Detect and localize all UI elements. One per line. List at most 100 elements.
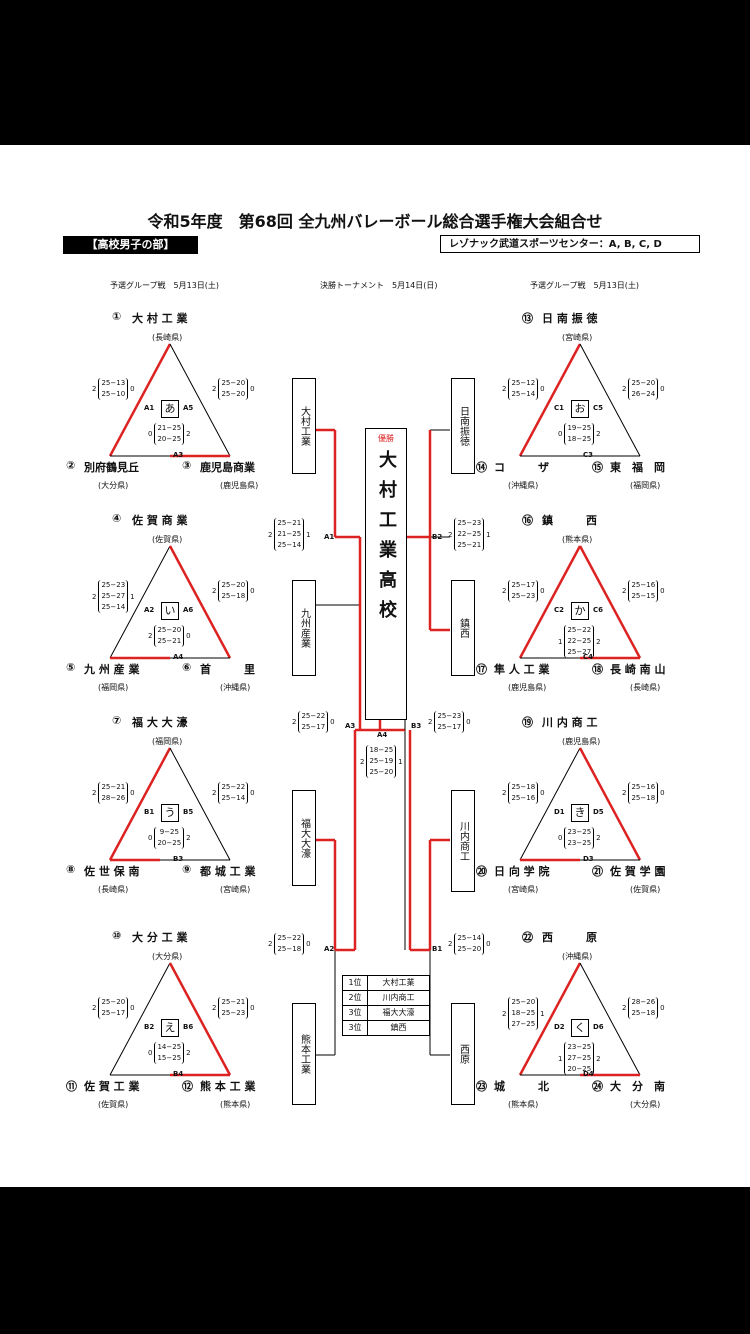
group-letter: く — [571, 1019, 589, 1037]
group-top-team-number: ⑬ — [522, 312, 533, 325]
group-letter: う — [161, 804, 179, 822]
group-br-number: ⑨ — [182, 863, 192, 876]
group-bl-team: 佐 賀 工 業 — [84, 1080, 140, 1093]
bracket-score-a2: 2 25−22 25−18 0 — [268, 933, 311, 955]
ranking-row: 2位川内商工 — [343, 991, 429, 1006]
group-top-pref: (熊本県) — [562, 535, 593, 544]
bracket-score-a3: 2 25−22 25−17 0 — [292, 711, 335, 733]
venue-label: レゾナック武道スポーツセンター：A, B, C, D — [440, 235, 700, 253]
group-br-pref: (福岡県) — [630, 481, 661, 490]
group-br-number: ⑫ — [182, 1080, 193, 1093]
group-top-team-number: ④ — [112, 512, 122, 525]
group-bl-number: ⑰ — [476, 663, 487, 676]
bracket-score-b1: 2 25−14 25−20 0 — [448, 933, 491, 955]
group-top-pref: (沖縄県) — [562, 952, 593, 961]
match-label-b1: B1 — [432, 945, 443, 953]
group-br-pref: (佐賀県) — [630, 885, 661, 894]
group-br-pref: (鹿児島県) — [220, 481, 259, 490]
group-top-team: 川 内 商 工 — [542, 716, 598, 729]
match-label: B6 — [183, 1023, 194, 1031]
group-letter: え — [161, 1019, 179, 1037]
match-label-a1: A1 — [324, 533, 335, 541]
match-label: D6 — [593, 1023, 604, 1031]
ranking-row: 3位福大大濠 — [343, 1006, 429, 1021]
page-title: 令和5年度 第68回 全九州バレーボール総合選手権大会組合せ — [147, 212, 603, 231]
group-br-number: ③ — [182, 459, 192, 472]
group-bl-pref: (佐賀県) — [98, 1100, 129, 1109]
group-top-team: 大 村 工 業 — [132, 312, 188, 325]
match-label: C3 — [583, 451, 594, 459]
bracket-team-right1: 日南振徳 — [451, 378, 475, 474]
match-label: B1 — [144, 808, 155, 816]
group-top-team: 鎮 西 — [542, 514, 597, 527]
group-top-team-number: ㉒ — [522, 931, 533, 944]
bracket-team-right4: 西原 — [451, 1003, 475, 1105]
match-label: C6 — [593, 606, 604, 614]
match-label: B5 — [183, 808, 194, 816]
group-top-team-number: ① — [112, 310, 122, 323]
group-top-team: 福 大 大 濠 — [132, 716, 188, 729]
final-score: 2 18−25 25−19 25−20 1 — [360, 745, 403, 778]
match-label: D1 — [554, 808, 565, 816]
group-top-pref: (宮崎県) — [562, 333, 593, 342]
match-label: A1 — [144, 404, 155, 412]
group-br-pref: (沖縄県) — [220, 683, 251, 692]
group-br-team: 東 福 岡 — [610, 461, 665, 474]
group-br-team: 熊 本 工 業 — [200, 1080, 256, 1093]
group-letter: あ — [161, 400, 179, 418]
match-label-b2: B2 — [432, 533, 443, 541]
bracket-team-left2: 九州産業 — [292, 580, 316, 676]
group-br-pref: (大分県) — [630, 1100, 661, 1109]
rankings-table: 1位大村工業 2位川内商工 3位福大大濠 3位鎮西 — [342, 975, 430, 1036]
bracket-team-left3: 福大大濠 — [292, 790, 316, 886]
group-letter: き — [571, 804, 589, 822]
champion-box: 優勝 大村工業高校 — [365, 428, 407, 720]
match-label: C1 — [554, 404, 565, 412]
group-top-team-number: ⑦ — [112, 714, 122, 727]
group-bl-pref: (大分県) — [98, 481, 129, 490]
group-top-team-number: ⑯ — [522, 514, 533, 527]
match-label: C5 — [593, 404, 604, 412]
bracket-score-a1: 2 25−21 21−25 25−14 1 — [268, 518, 311, 551]
group-br-number: ⑮ — [592, 461, 603, 474]
group-letter: か — [571, 602, 589, 620]
group-bl-team: 日 向 学 院 — [494, 865, 550, 878]
group-bl-number: ⑪ — [66, 1080, 77, 1093]
group-br-number: ⑱ — [592, 663, 603, 676]
header-center: 決勝トーナメント 5月14日(日) — [320, 281, 438, 290]
match-label: A6 — [183, 606, 194, 614]
group-br-number: ㉑ — [592, 865, 603, 878]
group-bl-number: ㉓ — [476, 1080, 487, 1093]
match-label: A5 — [183, 404, 194, 412]
match-label: C4 — [583, 653, 594, 661]
group-top-team-number: ⑲ — [522, 716, 533, 729]
group-bl-pref: (宮崎県) — [508, 885, 539, 894]
group-top-pref: (鹿児島県) — [562, 737, 601, 746]
group-br-team: 長 崎 南 山 — [610, 663, 666, 676]
group-bl-pref: (沖縄県) — [508, 481, 539, 490]
group-bl-pref: (熊本県) — [508, 1100, 539, 1109]
group-top-team: 西 原 — [542, 931, 597, 944]
match-label: D5 — [593, 808, 604, 816]
ranking-row: 3位鎮西 — [343, 1021, 429, 1035]
match-label: D3 — [583, 855, 594, 863]
bracket-team-right2: 鎮西 — [451, 580, 475, 676]
header-left: 予選グループ戦 5月13日(土) — [110, 281, 220, 290]
